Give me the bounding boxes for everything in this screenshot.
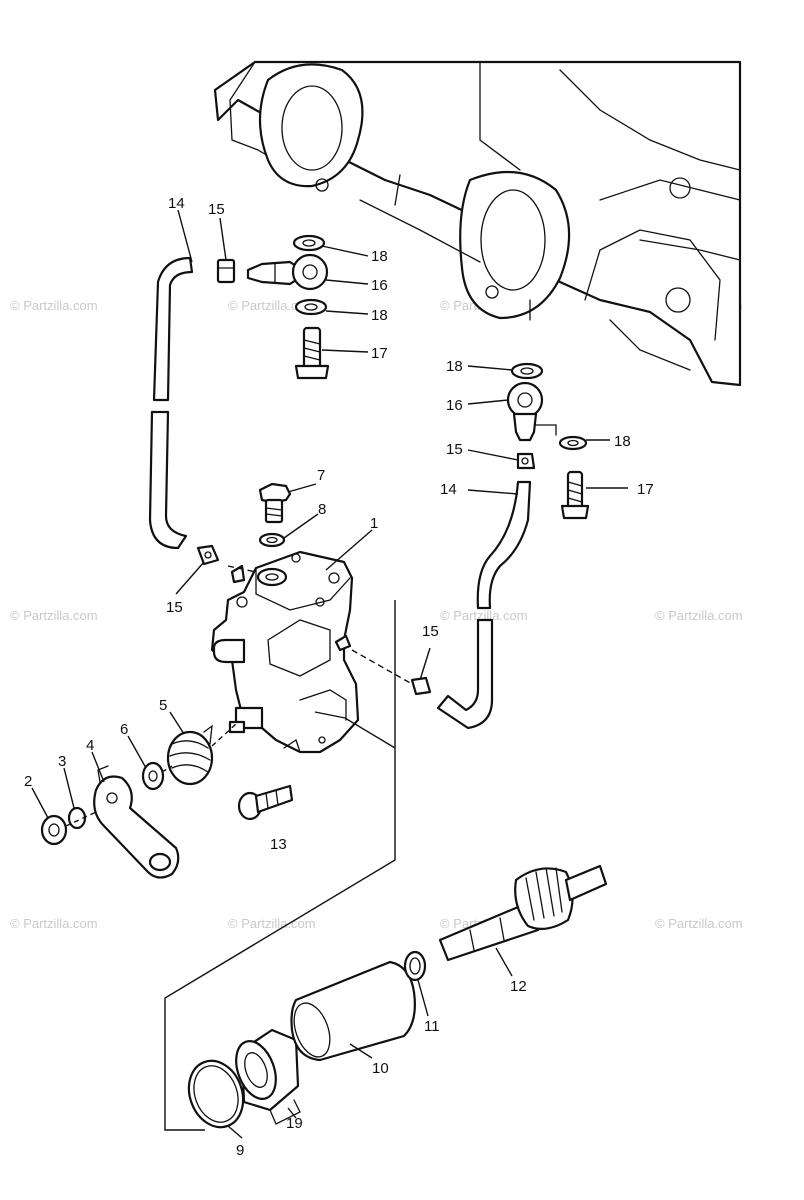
washer-right-1 — [510, 362, 544, 380]
hose-clamp-upper — [216, 258, 236, 284]
lock-washer — [67, 806, 87, 830]
leader-lines — [31, 209, 628, 1139]
hose-clamp-right-lower — [410, 676, 432, 696]
callout-18-upper: 18 — [371, 307, 388, 324]
engine-crankcase — [213, 60, 742, 387]
callout-1: 1 — [370, 515, 378, 532]
callout-17-upper: 17 — [371, 345, 388, 362]
thrust-washer — [403, 950, 427, 982]
callout-6: 6 — [120, 721, 128, 738]
callout-14-upper: 14 — [168, 195, 185, 212]
banjo-screw — [258, 482, 292, 524]
oil-hose-right — [436, 480, 532, 730]
callout-2: 2 — [24, 773, 32, 790]
callout-3: 3 — [58, 753, 66, 770]
assembly-frame — [314, 711, 396, 749]
banjo-fitting-upper-left — [246, 253, 329, 291]
callout-10: 10 — [372, 1060, 389, 1077]
callout-15-right: 15 — [446, 441, 463, 458]
pump-sleeve — [290, 960, 416, 1062]
callout-15-upper: 15 — [208, 201, 225, 218]
hose-clamp-left-lower — [196, 544, 220, 566]
callout-9: 9 — [236, 1142, 244, 1159]
callout-14-right: 14 — [440, 481, 457, 498]
callout-18-right: 18 — [446, 358, 463, 375]
bolt-right — [560, 470, 590, 520]
callout-7: 7 — [317, 467, 325, 484]
return-spring — [166, 724, 214, 786]
sealing-washer — [258, 532, 286, 548]
pan-head-screw — [237, 784, 294, 821]
callout-4: 4 — [86, 737, 94, 754]
nut — [40, 814, 68, 846]
plug-seal — [235, 1028, 301, 1125]
watermark: © Partzilla.com — [440, 608, 528, 623]
watermark: © Partzilla.com — [655, 608, 743, 623]
callout-19: 19 — [286, 1115, 303, 1132]
callout-16-upper: 16 — [371, 277, 388, 294]
callout-17-right: 17 — [637, 481, 654, 498]
callout-15-left: 15 — [166, 599, 183, 616]
hose-clamp-right — [516, 452, 536, 470]
callout-11: 11 — [424, 1018, 440, 1035]
callout-labels: 1 2 3 4 5 6 7 8 9 10 11 12 13 14 14 15 1… — [24, 195, 654, 1159]
oil-hose-left — [148, 256, 194, 550]
bolt-upper-left — [294, 326, 330, 380]
watermark: © Partzilla.com — [10, 916, 98, 931]
washer-upper-2 — [294, 298, 328, 316]
washer-right-2 — [558, 435, 588, 451]
callout-13: 13 — [270, 836, 287, 853]
washer-upper-1 — [292, 234, 326, 252]
drive-gear-shaft — [438, 864, 608, 962]
watermark: © Partzilla.com — [655, 916, 743, 931]
callout-18-far-right: 18 — [614, 433, 631, 450]
callout-18-top: 18 — [371, 248, 388, 265]
callout-8: 8 — [318, 501, 326, 518]
watermark: © Partzilla.com — [228, 916, 316, 931]
banjo-fitting-right — [506, 381, 557, 442]
callout-5: 5 — [159, 697, 167, 714]
assembly-frame — [164, 600, 396, 1131]
callout-12: 12 — [510, 978, 527, 995]
watermark: © Partzilla.com — [10, 608, 98, 623]
watermark: © Partzilla.com — [228, 298, 316, 313]
assembly-dashes — [227, 565, 413, 685]
callout-16-right: 16 — [446, 397, 463, 414]
callout-15-lower-right: 15 — [422, 623, 439, 640]
watermark: © Partzilla.com — [10, 298, 98, 313]
o-ring — [187, 1059, 245, 1129]
oil-pump-body — [210, 550, 360, 754]
control-lever — [93, 765, 180, 879]
flat-washer — [141, 761, 165, 791]
assembly-dashes — [65, 723, 237, 827]
